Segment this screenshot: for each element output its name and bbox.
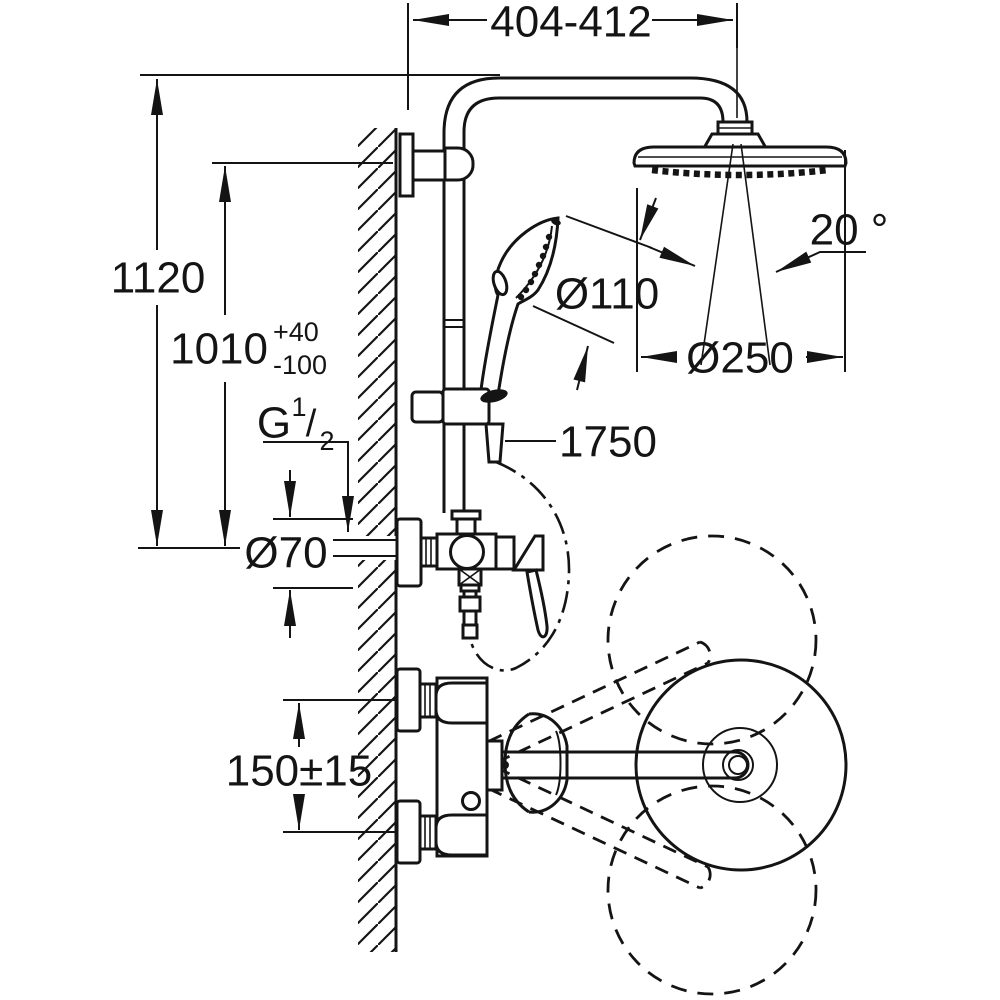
swivel-arm-lower-dashed [467, 756, 712, 890]
dim-rail-height-tol-plus: +40 [273, 317, 319, 347]
shower-hose [469, 460, 571, 672]
callout-thread: G 1 / 2 [257, 392, 354, 532]
head-nozzles [651, 166, 829, 179]
hose-outlet [458, 583, 482, 640]
hand-shower-plan [503, 712, 569, 814]
thread-numerator: 1 [291, 392, 306, 422]
hand-shower-tip [551, 218, 561, 226]
dim-total-height-label: 1120 [111, 254, 206, 303]
cartridge-dome [449, 534, 485, 570]
dim-union-diameter: Ø70 [244, 470, 353, 638]
swivel-arm-upper-dashed [467, 640, 712, 774]
rail-slider-holder [410, 387, 508, 464]
thread-prefix: G [257, 399, 291, 448]
body-screw [461, 791, 481, 811]
union-nut [419, 536, 439, 568]
wall-bracket [398, 132, 475, 198]
arm-flange [485, 739, 504, 792]
thread-denominator: 2 [319, 426, 334, 456]
dim-top-width: 404-412 [407, 0, 738, 110]
dim-rail-height: 1010 +40 -100 [138, 162, 393, 549]
head-swivel-position-upper [606, 534, 818, 746]
hand-shower-nozzles [517, 233, 553, 301]
dim-hose-length-label: 1750 [559, 418, 657, 467]
thread-slash: / [306, 403, 317, 445]
upper-connection-escutcheon [395, 667, 422, 733]
dim-rail-height-value: 1010 [170, 325, 268, 374]
dim-head-diameter: Ø250 [636, 150, 846, 383]
dim-hand-shower-diameter: Ø110 [532, 197, 659, 391]
head-shower-plan-circle [634, 658, 848, 872]
hand-shower [479, 216, 561, 397]
head-hub-circle [702, 727, 778, 803]
hand-shower-clip [491, 269, 509, 297]
dim-top-width-label: 404-412 [490, 0, 651, 47]
dim-total-height: 1120 [111, 74, 500, 546]
shower-arm-plan [502, 750, 750, 780]
dim-rail-height-tol-minus: -100 [273, 350, 327, 380]
wall-escutcheon [395, 517, 423, 588]
mixer-valve [395, 509, 549, 640]
shower-rail-and-arm [442, 76, 769, 513]
callout-hose-length: 1750 [505, 418, 657, 467]
handle-joint [480, 389, 508, 403]
spray-lines [700, 48, 771, 366]
dim-spray-angle-label: 20 ° [810, 206, 889, 255]
lever-handle [494, 534, 549, 639]
dimensioning: 404-412 1120 1010 +40 -100 G 1 / 2 [111, 0, 889, 833]
head-swivel-position-lower [606, 784, 818, 996]
arm-pivot-dot [501, 761, 509, 769]
lower-connection-nut [418, 814, 438, 851]
dim-union-diameter-label: Ø70 [244, 529, 327, 578]
upper-connection-nut [418, 682, 438, 719]
dim-hand-shower-diameter-label: Ø110 [555, 270, 659, 319]
dim-spray-angle: 20 ° [648, 206, 889, 273]
diverter [457, 567, 483, 587]
dim-connection-spacing-label: 150±15 [226, 747, 373, 796]
hose-connector [484, 422, 505, 464]
plan-view-unit [395, 534, 848, 996]
dim-head-diameter-label: Ø250 [686, 334, 794, 383]
lower-connection-escutcheon [395, 799, 422, 865]
head-shower [632, 145, 848, 179]
dim-connection-spacing: 150±15 [226, 699, 397, 833]
